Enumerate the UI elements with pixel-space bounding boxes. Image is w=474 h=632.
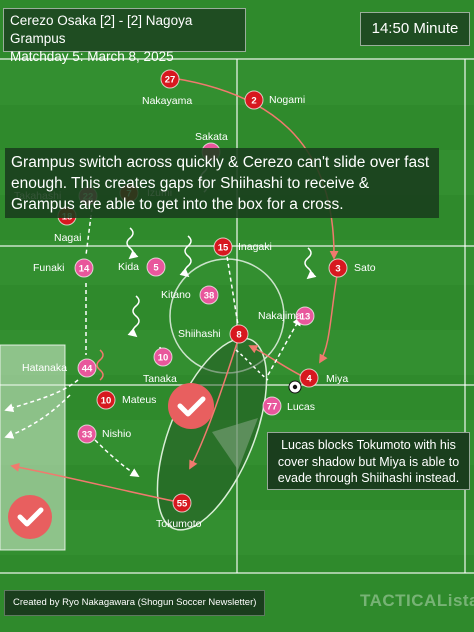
player-number: 8 bbox=[236, 330, 241, 341]
squiggle-nakajima bbox=[304, 247, 317, 280]
player-number: 44 bbox=[82, 364, 93, 375]
player-name-label: Tanaka bbox=[143, 373, 177, 385]
player-name-label: Nakajima bbox=[258, 310, 302, 322]
matchday-date: Matchday 5: March 8, 2025 bbox=[10, 49, 174, 64]
player-name-label: Sato bbox=[354, 262, 376, 274]
player-dot bbox=[146, 257, 166, 277]
player-name-label: Sakata bbox=[195, 131, 228, 143]
arrow-sato-run bbox=[319, 274, 338, 364]
player-marker-shiihashi: 8 bbox=[229, 324, 249, 344]
arrow-nakayama-run bbox=[171, 77, 339, 260]
pitch-lines bbox=[0, 58, 474, 574]
player-number: 10 bbox=[101, 396, 112, 407]
minute-badge: 14:50 Minute bbox=[360, 12, 470, 46]
player-dot bbox=[160, 69, 180, 89]
player-dot bbox=[262, 396, 282, 416]
arrow-inagaki-run bbox=[225, 249, 239, 326]
player-name-label: Nishio bbox=[102, 428, 132, 440]
player-marker-hatanaka: 44 bbox=[77, 358, 97, 378]
player-marker-nogami: 2 bbox=[244, 90, 264, 110]
player-marker-nakayama: 27 bbox=[160, 69, 180, 89]
watermark-logo: TACTICALista bbox=[360, 591, 474, 610]
player-marker-sato: 3 bbox=[328, 258, 348, 278]
player-dot bbox=[77, 424, 97, 444]
match-info: Cerezo Osaka [2] - [2] Nagoya Grampus Ma… bbox=[3, 8, 246, 64]
player-name-label: Shiihashi bbox=[178, 328, 221, 340]
player-number: 33 bbox=[82, 430, 93, 441]
player-marker-nishio: 33 bbox=[77, 424, 97, 444]
check-icon bbox=[8, 495, 52, 539]
arrow-tokumoto-cross bbox=[10, 462, 179, 503]
ball-icon bbox=[288, 380, 302, 394]
player-dot bbox=[295, 306, 315, 326]
player-dot bbox=[229, 324, 249, 344]
player-name-label: Hatanaka bbox=[22, 362, 67, 374]
player-number: 2 bbox=[251, 96, 256, 107]
player-marker-nakajima: 13 bbox=[295, 306, 315, 326]
player-name-label: Kida bbox=[118, 261, 140, 273]
squiggle-kitano bbox=[179, 235, 192, 278]
player-marker-tanaka: 10 bbox=[153, 347, 173, 367]
player-marker-miya: 4 bbox=[299, 368, 319, 388]
player-name-label: Funaki bbox=[33, 262, 65, 274]
credit-line: Created by Ryo Nakagawara (Shogun Soccer… bbox=[4, 590, 266, 616]
player-dot bbox=[328, 258, 348, 278]
player-dot bbox=[244, 90, 264, 110]
check-icon bbox=[168, 383, 214, 429]
squiggle-tanaka bbox=[127, 295, 140, 338]
squiggle-mateus bbox=[96, 349, 104, 381]
player-dot bbox=[77, 358, 97, 378]
player-marker-kitano: 38 bbox=[199, 285, 219, 305]
player-name-label: Nogami bbox=[269, 94, 306, 106]
arrow-lucas-press bbox=[267, 316, 301, 376]
player-number: 77 bbox=[267, 402, 278, 413]
player-number: 3 bbox=[335, 264, 340, 275]
player-dot bbox=[74, 258, 94, 278]
player-dot bbox=[153, 347, 173, 367]
player-name-label: Nakayama bbox=[142, 95, 193, 107]
player-name-label: Miya bbox=[326, 373, 349, 385]
match-title: Cerezo Osaka [2] - [2] Nagoya Grampus bbox=[10, 13, 193, 46]
player-number: 15 bbox=[218, 243, 229, 254]
player-number: 4 bbox=[306, 374, 312, 385]
player-name-label: Lucas bbox=[287, 401, 316, 413]
player-number: 55 bbox=[177, 499, 188, 510]
tactics-caption: Grampus switch across quickly & Cerezo c… bbox=[5, 148, 439, 218]
arrow-shiihashi-pass bbox=[189, 339, 239, 470]
player-dot bbox=[299, 368, 319, 388]
player-number: 38 bbox=[204, 291, 215, 302]
player-marker-tokumoto: 55 bbox=[172, 493, 192, 513]
player-marker-inagaki: 15 bbox=[213, 237, 233, 257]
arrow-nakajima-track bbox=[235, 349, 269, 381]
player-number: 13 bbox=[300, 312, 311, 323]
arrow-hatanaka-run-2 bbox=[4, 394, 71, 439]
arrow-nishio-run bbox=[94, 439, 140, 477]
player-number: 27 bbox=[165, 75, 176, 86]
player-name-label: Mateus bbox=[122, 394, 157, 406]
player-number: 5 bbox=[153, 263, 159, 274]
player-dot bbox=[96, 390, 116, 410]
player-dot bbox=[172, 493, 192, 513]
player-name-label: Nagai bbox=[54, 232, 82, 244]
player-marker-kida: 5 bbox=[146, 257, 166, 277]
player-dot bbox=[199, 285, 219, 305]
cover-shadow bbox=[212, 418, 258, 470]
player-dot bbox=[213, 237, 233, 257]
player-marker-lucas: 77 bbox=[262, 396, 282, 416]
player-marker-funaki: 14 bbox=[74, 258, 94, 278]
annotation-note: Lucas blocks Tokumoto with his cover sha… bbox=[267, 432, 470, 490]
player-name-label: Tokumoto bbox=[156, 518, 202, 530]
squiggle-kida bbox=[126, 227, 139, 260]
player-marker-mateus: 10 bbox=[96, 390, 116, 410]
player-number: 10 bbox=[158, 353, 169, 364]
player-name-label: Kitano bbox=[161, 289, 191, 301]
player-number: 14 bbox=[79, 264, 90, 275]
player-name-label: Inagaki bbox=[238, 241, 272, 253]
arrow-hatanaka-run bbox=[4, 379, 79, 412]
